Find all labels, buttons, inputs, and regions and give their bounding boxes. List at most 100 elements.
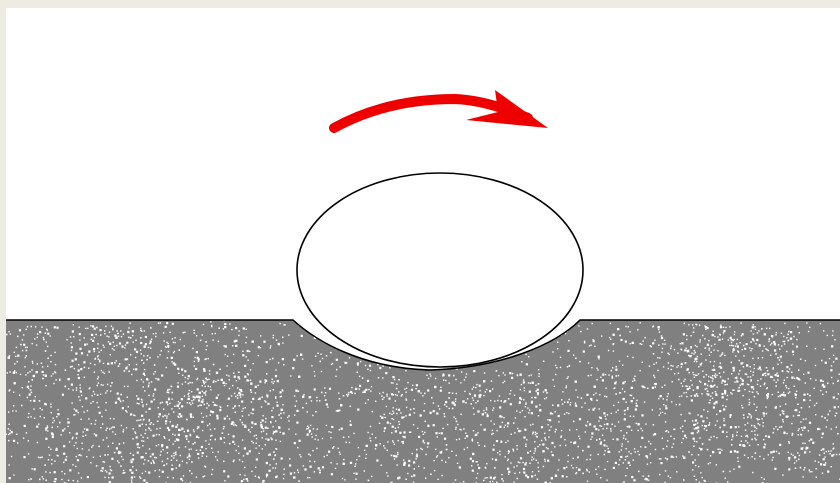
speckle-dot [154, 364, 155, 365]
speckle-dot [815, 379, 816, 380]
speckle-dot [564, 439, 565, 440]
speckle-dot [123, 429, 124, 430]
speckle-dot [472, 388, 473, 389]
speckle-dot [325, 392, 326, 393]
speckle-dot [224, 326, 226, 328]
speckle-dot [815, 348, 816, 349]
speckle-dot [493, 407, 494, 408]
speckle-dot [187, 457, 188, 458]
speckle-dot [47, 346, 48, 347]
speckle-dot [271, 410, 272, 411]
speckle-dot [692, 324, 693, 325]
speckle-dot [791, 365, 792, 366]
speckle-dot [275, 467, 276, 468]
speckle-dot [730, 414, 732, 416]
speckle-dot [204, 392, 205, 393]
speckle-dot [280, 413, 281, 414]
speckle-dot [766, 394, 767, 395]
speckle-dot [554, 446, 555, 447]
speckle-dot [309, 430, 311, 432]
speckle-dot [183, 475, 184, 476]
speckle-dot [693, 374, 694, 375]
speckle-dot [510, 390, 511, 391]
speckle-dot [96, 465, 97, 466]
speckle-dot [712, 375, 713, 376]
speckle-dot [168, 392, 169, 393]
speckle-dot [163, 340, 164, 341]
speckle-dot [282, 358, 284, 360]
speckle-dot [555, 431, 556, 432]
speckle-dot [35, 326, 36, 327]
speckle-dot [371, 386, 372, 387]
speckle-dot [145, 453, 146, 454]
speckle-dot [538, 415, 539, 416]
speckle-dot [357, 372, 358, 373]
speckle-dot [75, 442, 76, 443]
speckle-dot [265, 444, 266, 445]
speckle-dot [713, 369, 715, 371]
speckle-dot [563, 467, 565, 469]
speckle-dot [252, 409, 254, 411]
speckle-dot [344, 479, 345, 480]
speckle-dot [273, 383, 274, 384]
speckle-dot [364, 391, 366, 393]
speckle-dot [731, 444, 732, 445]
speckle-dot [714, 361, 715, 362]
speckle-dot [778, 396, 779, 397]
speckle-dot [704, 338, 705, 339]
speckle-dot [262, 448, 263, 449]
speckle-dot [655, 386, 656, 387]
speckle-dot [223, 426, 224, 427]
speckle-dot [774, 349, 776, 351]
speckle-dot [288, 420, 289, 421]
speckle-dot [429, 373, 430, 374]
speckle-dot [178, 434, 180, 436]
speckle-dot [786, 387, 787, 388]
speckle-dot [572, 467, 573, 468]
speckle-dot [636, 423, 637, 424]
speckle-dot [590, 345, 591, 346]
speckle-dot [499, 454, 500, 455]
speckle-dot [360, 361, 361, 362]
speckle-dot [238, 335, 239, 336]
speckle-dot [262, 415, 263, 416]
speckle-dot [260, 335, 261, 336]
speckle-dot [634, 380, 635, 381]
speckle-dot [578, 446, 579, 447]
speckle-dot [535, 385, 536, 386]
speckle-dot [298, 472, 299, 473]
speckle-dot [726, 432, 727, 433]
speckle-dot [453, 375, 454, 376]
speckle-dot [137, 447, 138, 448]
speckle-dot [245, 407, 246, 408]
speckle-dot [124, 472, 125, 473]
speckle-dot [42, 371, 44, 373]
speckle-dot [544, 433, 545, 434]
speckle-dot [524, 416, 525, 417]
speckle-dot [418, 466, 419, 467]
speckle-dot [188, 455, 190, 457]
speckle-dot [833, 355, 834, 356]
speckle-dot [448, 374, 450, 376]
speckle-dot [154, 399, 155, 400]
speckle-dot [688, 350, 689, 351]
speckle-dot [324, 395, 325, 396]
speckle-dot [632, 342, 634, 344]
speckle-dot [33, 400, 35, 402]
speckle-dot [798, 428, 799, 429]
speckle-dot [140, 350, 141, 351]
speckle-dot [773, 451, 775, 453]
speckle-dot [23, 334, 24, 335]
speckle-dot [97, 355, 98, 356]
speckle-dot [713, 365, 714, 366]
speckle-dot [795, 468, 796, 469]
speckle-dot [791, 453, 792, 454]
speckle-dot [457, 463, 458, 464]
speckle-dot [66, 339, 67, 340]
speckle-dot [399, 424, 400, 425]
speckle-dot [52, 373, 53, 374]
speckle-dot [673, 443, 674, 444]
speckle-dot [275, 420, 276, 421]
speckle-dot [505, 425, 506, 426]
speckle-dot [367, 432, 368, 433]
